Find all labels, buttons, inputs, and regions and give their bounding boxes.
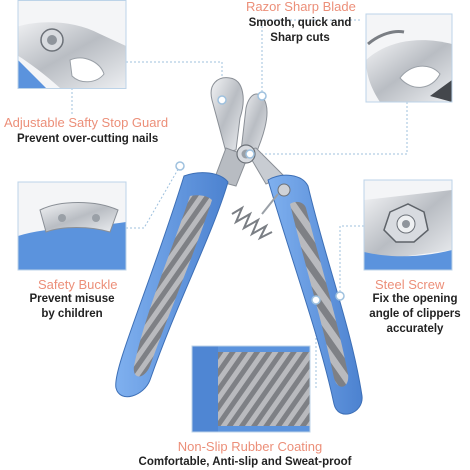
inset-safety-buckle xyxy=(17,181,127,271)
safety-buckle-desc-line: by children xyxy=(41,307,103,320)
safety-buckle-desc: Prevent misuse by children xyxy=(18,292,126,322)
callout-markers xyxy=(175,91,345,305)
inset-blade-top-right xyxy=(365,13,453,103)
stop-guard-desc: Prevent over-cutting nails xyxy=(17,133,159,145)
razor-blade-desc-line: Sharp cuts xyxy=(270,31,330,44)
safety-buckle-desc-line: Prevent misuse xyxy=(29,293,115,305)
inset-rubber-coating xyxy=(191,345,311,433)
steel-screw-title: Steel Screw xyxy=(375,277,445,292)
razor-blade-desc: Smooth, quick and Sharp cuts xyxy=(238,16,362,46)
safety-buckle-title: Safety Buckle xyxy=(38,277,118,292)
rubber-coating-desc: Comfortable, Anti-slip and Sweat-proof xyxy=(138,456,352,468)
steel-screw-desc-line: angle of clippers xyxy=(369,307,461,320)
steel-screw-desc-line: Fix the opening xyxy=(372,293,458,305)
razor-blade-desc-line: Smooth, quick and xyxy=(248,17,352,29)
razor-blade-title: Razor Sharp Blade xyxy=(246,0,356,14)
inset-steel-screw xyxy=(363,179,453,271)
inset-blade-top-left xyxy=(17,0,127,89)
clipper-product xyxy=(115,77,363,415)
rubber-coating-title: Non-Slip Rubber Coating xyxy=(177,439,323,454)
steel-screw-desc: Fix the opening angle of clippers accura… xyxy=(366,292,464,337)
stop-guard-title: Adjustable Safty Stop Guard xyxy=(4,115,169,130)
steel-screw-desc-line: accurately xyxy=(386,322,444,335)
